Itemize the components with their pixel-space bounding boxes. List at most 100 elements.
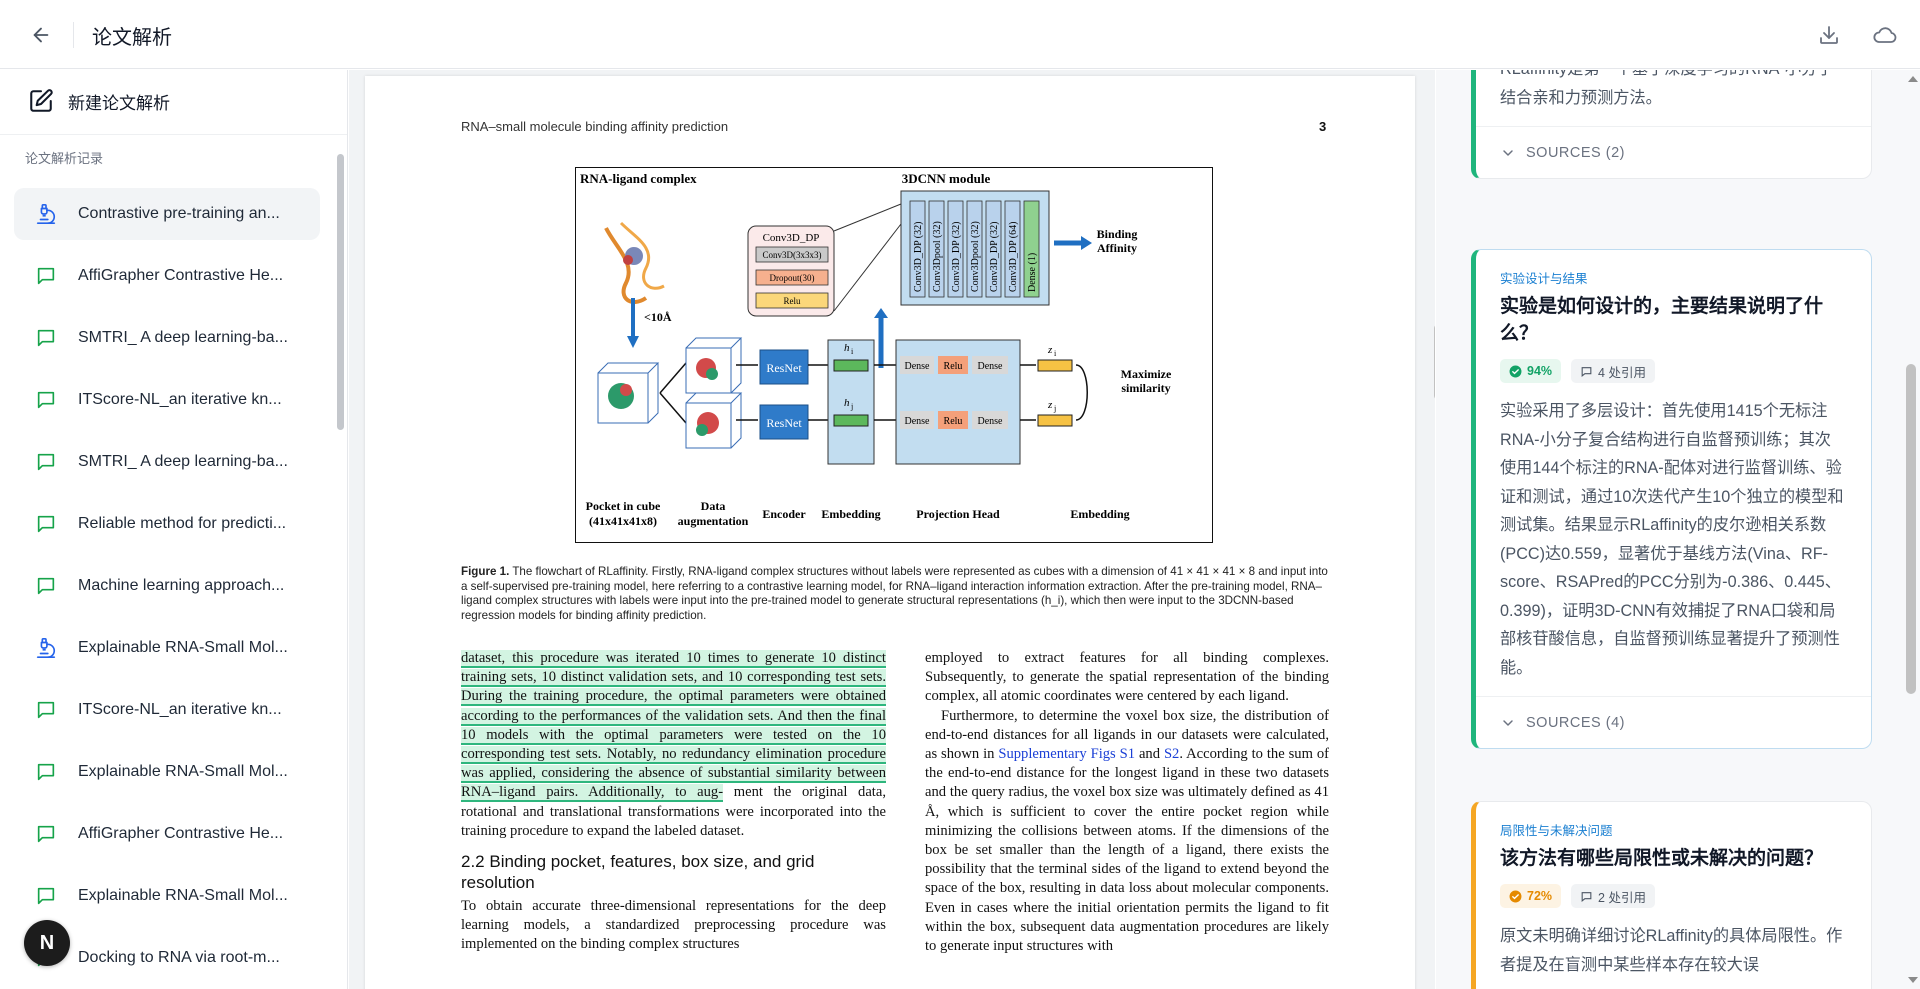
arrow-left-icon bbox=[33, 27, 49, 43]
figure-caption: Figure 1. The flowchart of RLaffinity. F… bbox=[461, 565, 1329, 623]
history-item-label: SMTRI_ A deep learning-ba... bbox=[78, 329, 288, 346]
supp-link-2[interactable]: S2 bbox=[1163, 746, 1180, 763]
history-item[interactable]: AffiGrapher Contrastive He... bbox=[14, 808, 320, 860]
fig-bl-4: augmentation bbox=[678, 514, 749, 528]
fig-dense-3: Dense bbox=[905, 416, 931, 427]
module-layer-label: Conv3D_DP (32) bbox=[913, 222, 924, 292]
figure-1: RNA-ligand complex 3DCNN module Conv3D_D… bbox=[575, 167, 1213, 543]
supp-link-1[interactable]: Supplementary Figs S1 bbox=[998, 746, 1136, 763]
fig-affinity: Affinity bbox=[1097, 241, 1137, 255]
fig-hj: h bbox=[844, 397, 850, 409]
card2-citations-badge[interactable]: 4 处引用 bbox=[1571, 359, 1655, 383]
fig-dense-2: Dense bbox=[978, 361, 1004, 372]
rna-structure-image bbox=[604, 221, 665, 304]
sidebar-divider bbox=[0, 134, 347, 135]
qa-panel: RLaffinity是第一个基于深度学习的RNA-小分子结合亲和力预测方法。 S… bbox=[1436, 70, 1920, 989]
fig-hi-sub: i bbox=[851, 347, 854, 356]
right-paragraph-1: employed to extract features for all bin… bbox=[925, 650, 1329, 705]
panel-scroll-down-icon[interactable] bbox=[1906, 975, 1920, 985]
cloud-button[interactable] bbox=[1870, 20, 1900, 50]
card3-confidence-badge: 72% bbox=[1500, 884, 1562, 908]
aug-cube-top bbox=[685, 337, 743, 394]
fig-bl-8: Embedding bbox=[1070, 507, 1129, 521]
card3-citations-badge[interactable]: 2 处引用 bbox=[1571, 884, 1655, 908]
chat-icon bbox=[34, 450, 58, 474]
history-item[interactable]: ITScore-NL_an iterative kn... bbox=[14, 374, 320, 426]
card2-answer: 实验采用了多层设计：首先使用1415个无标注RNA-小分子复合结构进行自监督预训… bbox=[1500, 402, 1844, 677]
fig-hi: h bbox=[844, 342, 850, 354]
card2-sources-toggle[interactable]: SOURCES (4) bbox=[1476, 696, 1871, 748]
avatar[interactable]: N bbox=[24, 920, 70, 966]
history-item[interactable]: Explainable RNA-Small Mol... bbox=[14, 746, 320, 798]
history-list: Contrastive pre-training an... AffiGraphe… bbox=[14, 188, 320, 989]
sidebar: 新建论文解析 论文解析记录 Contrastive pre-training a… bbox=[0, 70, 348, 989]
history-item-label: ITScore-NL_an iterative kn... bbox=[78, 391, 282, 408]
history-item[interactable]: AffiGrapher Contrastive He... bbox=[14, 250, 320, 302]
section-title: 2.2 Binding pocket, features, box size, … bbox=[461, 852, 815, 893]
history-item[interactable]: Reliable method for predicti... bbox=[14, 498, 320, 550]
chat-icon bbox=[34, 388, 58, 412]
fig-maximize: Maximize bbox=[1121, 367, 1172, 381]
card2-sources-label: SOURCES (4) bbox=[1526, 714, 1625, 731]
history-item[interactable]: Contrastive pre-training an... bbox=[14, 188, 320, 240]
text-column-left: dataset, this procedure was iterated 10 … bbox=[461, 649, 886, 955]
right-and: and bbox=[1135, 746, 1164, 763]
history-item[interactable]: SMTRI_ A deep learning-ba... bbox=[14, 436, 320, 488]
history-item-label: AffiGrapher Contrastive He... bbox=[78, 825, 284, 842]
fig-label-complex: RNA-ligand complex bbox=[580, 171, 697, 186]
download-button[interactable] bbox=[1814, 20, 1844, 50]
fig-dense-4: Dense bbox=[978, 416, 1004, 427]
card3-answer: 原文未明确详细讨论RLaffinity的具体局限性。作者提及在盲测中某些样本存在… bbox=[1500, 927, 1843, 974]
card1-sources-toggle[interactable]: SOURCES (2) bbox=[1476, 126, 1871, 178]
fig-zi: z bbox=[1047, 344, 1053, 356]
chat-icon bbox=[34, 760, 58, 784]
history-item-label: Reliable method for predicti... bbox=[78, 515, 287, 532]
check-circle-icon bbox=[1509, 890, 1522, 902]
right-p2-b: . According to the sum of the end-to-end… bbox=[925, 746, 1329, 955]
conv-row-2: Dropout(30) bbox=[770, 273, 815, 283]
qa-card-3[interactable]: 局限性与未解决问题 该方法有哪些局限性或未解决的问题？ 72% 2 处引用 原文… bbox=[1471, 801, 1872, 989]
history-item[interactable]: SMTRI_ A deep learning-ba... bbox=[14, 312, 320, 364]
module-layer-label: Conv3Dpool (32) bbox=[932, 221, 943, 292]
cloud-icon bbox=[1873, 27, 1897, 43]
card3-question: 该方法有哪些局限性或未解决的问题？ bbox=[1500, 848, 1824, 869]
sidebar-scrollbar[interactable] bbox=[337, 154, 344, 430]
card2-question: 实验是如何设计的，主要结果说明了什么？ bbox=[1500, 296, 1824, 344]
left-paragraph-2: To obtain accurate three-dimensional rep… bbox=[461, 898, 886, 953]
module-layer-label: Conv3D_DP (32) bbox=[989, 222, 1000, 292]
new-analysis-button[interactable]: 新建论文解析 bbox=[28, 88, 170, 114]
history-item-label: SMTRI_ A deep learning-ba... bbox=[78, 453, 288, 470]
history-item[interactable]: Explainable RNA-Small Mol... bbox=[14, 622, 320, 674]
panel-scrollbar[interactable] bbox=[1906, 364, 1916, 694]
history-item-label: Explainable RNA-Small Mol... bbox=[78, 763, 288, 780]
qa-card-2[interactable]: 实验设计与结果 实验是如何设计的，主要结果说明了什么？ 94% 4 处引用 实验… bbox=[1471, 249, 1872, 749]
history-item-label: Machine learning approach... bbox=[78, 577, 285, 594]
edit-icon bbox=[30, 89, 53, 112]
history-item-label: Docking to RNA via root-m... bbox=[78, 949, 280, 966]
card2-tag: 实验设计与结果 bbox=[1500, 272, 1588, 286]
module-layer-label: Conv3Dpool (32) bbox=[970, 221, 981, 292]
qa-card-1[interactable]: RLaffinity是第一个基于深度学习的RNA-小分子结合亲和力预测方法。 S… bbox=[1471, 70, 1872, 179]
card2-badges: 94% 4 处引用 bbox=[1500, 359, 1847, 383]
viewer-scrollbar[interactable] bbox=[1434, 324, 1435, 400]
highlighted-passage[interactable]: dataset, this procedure was iterated 10 … bbox=[461, 650, 886, 803]
right-p2-a: Furthermore, to determine the voxel box … bbox=[925, 707, 1329, 763]
panel-scroll-up-icon[interactable] bbox=[1906, 74, 1920, 84]
history-label: 论文解析记录 bbox=[25, 151, 104, 166]
module-layer bbox=[1023, 200, 1040, 298]
card3-badges: 72% 2 处引用 bbox=[1500, 884, 1847, 908]
history-item[interactable]: ITScore-NL_an iterative kn... bbox=[14, 684, 320, 736]
module-layer bbox=[1004, 200, 1021, 298]
history-item-label: AffiGrapher Contrastive He... bbox=[78, 267, 284, 284]
card3-confidence: 72% bbox=[1527, 889, 1553, 903]
fig-bl-6: Embedding bbox=[821, 507, 880, 521]
left-paragraph-rest: ment the original data, rotational and t… bbox=[461, 784, 886, 839]
top-actions bbox=[1814, 20, 1900, 50]
history-item[interactable]: Machine learning approach... bbox=[14, 560, 320, 612]
history-item-label: Contrastive pre-training an... bbox=[78, 205, 280, 222]
fig-bl-2: (41x41x41x8) bbox=[589, 514, 657, 528]
card2-confidence-badge: 94% bbox=[1500, 359, 1562, 383]
check-circle-icon bbox=[1509, 365, 1522, 377]
history-item[interactable]: Explainable RNA-Small Mol... bbox=[14, 870, 320, 922]
back-button[interactable] bbox=[28, 22, 54, 48]
